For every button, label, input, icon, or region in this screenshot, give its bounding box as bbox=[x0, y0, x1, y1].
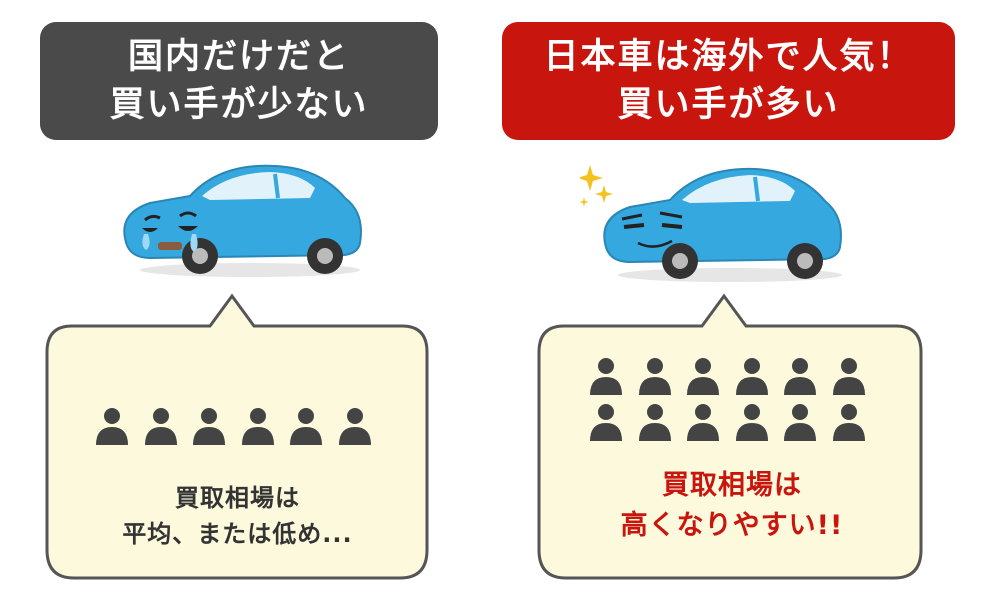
person-icon bbox=[193, 408, 225, 445]
person-icon bbox=[590, 404, 622, 441]
person-icon bbox=[687, 404, 719, 441]
overseas-header: 日本車は海外で人気！ 買い手が多い bbox=[502, 22, 955, 140]
person-icon bbox=[290, 408, 322, 445]
domestic-header-line2: 買い手が少ない bbox=[109, 85, 369, 125]
domestic-header-line1: 国内だけだと bbox=[127, 37, 350, 77]
domestic-header: 国内だけだと 買い手が少ない bbox=[40, 22, 438, 140]
overseas-message-line2: 高くなりやすい!! bbox=[620, 510, 844, 541]
sparkle-icon bbox=[580, 165, 613, 207]
person-icon bbox=[832, 358, 865, 395]
overseas-header-line1: 日本車は海外で人気！ bbox=[543, 37, 914, 77]
person-icon bbox=[144, 408, 177, 445]
domestic-speech-bubble bbox=[45, 293, 429, 580]
person-icon bbox=[241, 408, 274, 445]
person-icon bbox=[735, 358, 768, 395]
overseas-price-message: 買取相場は 高くなりやすい!! bbox=[552, 466, 912, 546]
domestic-message-line1: 買取相場は bbox=[175, 484, 300, 512]
domestic-message-line2: 平均、または低め... bbox=[122, 520, 353, 548]
person-icon bbox=[784, 404, 816, 441]
person-icon bbox=[687, 358, 719, 395]
sad-car-icon bbox=[123, 164, 362, 277]
person-icon bbox=[638, 404, 671, 441]
overseas-buyers bbox=[586, 355, 877, 441]
person-icon bbox=[338, 408, 371, 445]
person-icon bbox=[735, 404, 768, 441]
person-icon bbox=[96, 408, 128, 445]
overseas-message-line1: 買取相場は bbox=[662, 470, 802, 501]
domestic-buyers bbox=[92, 405, 383, 445]
smug-car-icon bbox=[580, 165, 842, 282]
person-icon bbox=[784, 358, 816, 395]
person-icon bbox=[638, 358, 671, 395]
person-icon bbox=[832, 404, 865, 441]
overseas-header-line2: 買い手が多い bbox=[617, 85, 840, 125]
domestic-price-message: 買取相場は 平均、または低め... bbox=[60, 480, 415, 552]
overseas-speech-bubble bbox=[537, 293, 923, 580]
person-icon bbox=[590, 358, 622, 395]
